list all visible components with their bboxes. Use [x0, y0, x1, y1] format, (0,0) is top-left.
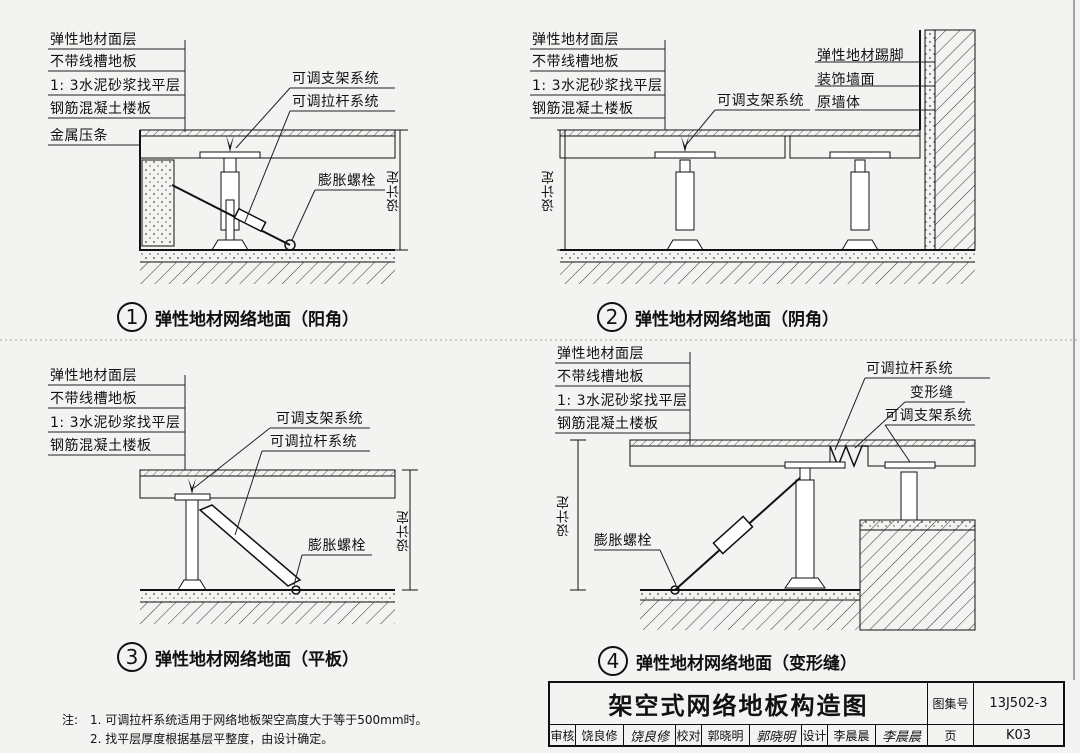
diagram-4-drawing [555, 352, 990, 631]
d2-callout-1: 可调支架系统 [717, 93, 804, 109]
d2-number: 2 [597, 302, 627, 332]
note-1: 1. 可调拉杆系统适用于网络地板架空高度大于等于500mm时。 [90, 713, 428, 727]
d4-callout-2: 变形缝 [910, 385, 954, 401]
designer-signature: 李晨晨 [876, 725, 928, 745]
d2-layer-4: 钢筋混凝土楼板 [532, 101, 634, 117]
page-number: K03 [1005, 727, 1032, 743]
page-label: 页 [928, 725, 974, 745]
reviewer-signature: 饶良修 [624, 725, 676, 745]
check-label: 校对 [676, 725, 702, 745]
d1-callout-1: 可调支架系统 [292, 71, 379, 87]
d4-callout-4: 膨胀螺栓 [594, 533, 652, 549]
d3-caption: 3 弹性地材网络地面（平板） [117, 642, 359, 672]
d4-layer-2: 不带线槽地板 [557, 369, 644, 385]
d2-callout-3: 装饰墙面 [817, 72, 875, 88]
d1-caption-text: 弹性地材网络地面（阳角） [155, 309, 359, 330]
d3-dimension: 设计定 [397, 510, 412, 552]
d1-number: 1 [117, 302, 147, 332]
d3-layer-4: 钢筋混凝土楼板 [50, 438, 152, 454]
d2-caption-text: 弹性地材网络地面（阴角） [635, 309, 839, 330]
review-label: 审核 [550, 725, 576, 745]
d3-number: 3 [117, 642, 147, 672]
d1-layer-2: 不带线槽地板 [50, 54, 137, 70]
d2-caption: 2 弹性地材网络地面（阴角） [597, 302, 839, 332]
diagram-3-drawing [48, 375, 418, 624]
atlas-label: 图集号 [928, 683, 974, 725]
d3-caption-text: 弹性地材网络地面（平板） [155, 649, 359, 670]
checker-signature: 郭晓明 [750, 725, 802, 745]
title-block: 架空式网络地板构造图 图集号 13J502-3 审核 饶良修 饶良修 校对 郭晓… [548, 681, 1065, 747]
d2-dimension: 设计定 [542, 170, 557, 212]
d3-callout-2: 可调拉杆系统 [270, 434, 357, 450]
note-2: 2. 找平层厚度根据基层平整度，由设计确定。 [90, 732, 334, 746]
notes-prefix: 注: [62, 713, 79, 727]
d3-callout-3: 膨胀螺栓 [308, 538, 366, 554]
d3-layer-3: 1: 3水泥砂浆找平层 [50, 415, 181, 431]
d4-layer-4: 钢筋混凝土楼板 [557, 416, 659, 432]
d3-layer-2: 不带线槽地板 [50, 391, 137, 407]
atlas-number: 13J502-3 [974, 683, 1063, 725]
d3-callout-1: 可调支架系统 [276, 411, 363, 427]
d2-callout-2: 弹性地材踢脚 [817, 48, 904, 64]
d3-layer-1: 弹性地材面层 [50, 368, 137, 384]
reviewer-name: 饶良修 [576, 725, 624, 745]
d1-layer-4: 钢筋混凝土楼板 [50, 101, 152, 117]
d4-callout-1: 可调拉杆系统 [866, 361, 953, 377]
d2-layer-1: 弹性地材面层 [532, 32, 619, 48]
d1-layer-3: 1: 3水泥砂浆找平层 [50, 78, 181, 94]
d2-layer-2: 不带线槽地板 [532, 54, 619, 70]
d4-caption: 4 弹性地材网络地面（变形缝） [598, 646, 857, 676]
d1-layer-5: 金属压条 [50, 128, 108, 144]
d4-caption-text: 弹性地材网络地面（变形缝） [636, 653, 857, 674]
d1-caption: 1 弹性地材网络地面（阳角） [117, 302, 359, 332]
designer-name: 李晨晨 [828, 725, 876, 745]
d1-callout-3: 膨胀螺栓 [318, 173, 376, 189]
checker-name: 郭晓明 [702, 725, 750, 745]
d4-dimension: 设计定 [557, 495, 572, 537]
d4-layer-3: 1: 3水泥砂浆找平层 [557, 393, 688, 409]
d2-layer-3: 1: 3水泥砂浆找平层 [532, 78, 663, 94]
d4-callout-3: 可调支架系统 [885, 408, 972, 424]
diagram-2-drawing [530, 29, 976, 284]
design-label: 设计 [802, 725, 828, 745]
d1-layer-1: 弹性地材面层 [50, 32, 137, 48]
drawing-title: 架空式网络地板构造图 [550, 683, 928, 725]
d4-layer-1: 弹性地材面层 [557, 346, 644, 362]
d1-dimension: 设计定 [387, 170, 402, 212]
d4-number: 4 [598, 646, 628, 676]
d1-callout-2: 可调拉杆系统 [292, 94, 379, 110]
d2-callout-4: 原墙体 [817, 95, 861, 111]
diagram-1-drawing [48, 40, 408, 284]
